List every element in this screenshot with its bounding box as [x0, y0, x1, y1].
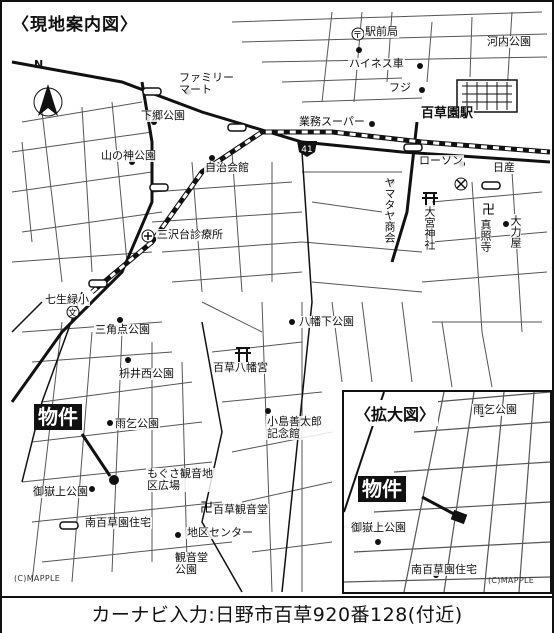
route-number: 41 [301, 145, 312, 155]
route-shield-icon: 41 [297, 141, 317, 157]
svg-text:卍: 卍 [200, 501, 213, 516]
label-omiya-shrine: 大宮神社 [423, 205, 436, 251]
label-chiku-center: 地区センター [186, 526, 254, 539]
inset-label-ameotsu: 雨乞公園 [472, 403, 518, 416]
svg-text:〒: 〒 [353, 31, 362, 41]
label-hachimanshita-park: 八幡下公園 [298, 315, 355, 328]
label-fuji: フジ [388, 81, 412, 94]
label-shinsho-ji: 真照寺 [479, 218, 492, 253]
label-kojima-museum: 小島善太郎記念館 [266, 416, 332, 440]
copyright-inset: (C)MAPPLE [488, 576, 535, 585]
label-ekimae-kyoku: 駅前局 [364, 25, 399, 38]
label-mogusa-hall: もぐさ観音地区広場 [146, 468, 216, 492]
label-mogusaen-station: 百草園駅 [420, 106, 475, 121]
label-masui-nishi-park: 枡井西公園 [118, 367, 175, 380]
label-family-mart: ファミリーマート [178, 72, 242, 96]
label-lawson: ローソン [418, 154, 464, 167]
label-haines: ハイネス車 [348, 57, 405, 70]
detail-title: 〈拡大図〉 [352, 400, 439, 426]
label-nissan: 日産 [492, 161, 516, 174]
svg-text:文: 文 [68, 307, 77, 319]
label-ontake-park: 御嶽上公園 [32, 485, 89, 498]
inset-label-ontake: 御嶽上公園 [350, 521, 407, 534]
label-misawadai-clinic: 三沢台診療所 [156, 228, 224, 241]
label-mogusa-hachimangu: 百草八幡宮 [212, 361, 269, 374]
label-ameotsu-park: 雨乞公園 [114, 417, 160, 430]
carnavi-address: カーナビ入力:日野市百草920番128(付近) [91, 604, 463, 626]
footer-bar: カーナビ入力:日野市百草920番128(付近) [2, 596, 552, 633]
label-kannondo-park: 観音堂公園 [174, 552, 216, 576]
label-jichikai: 自治会館 [204, 161, 250, 174]
label-minami-jutaku: 南百草園住宅 [84, 516, 152, 529]
north-label: N [34, 58, 44, 71]
street-map: 卍 卍 文 〒 [2, 2, 552, 596]
label-yamataya: ヤマタヤ商会 [383, 176, 396, 244]
label-yamanokami-park: 山の神公園 [100, 149, 157, 162]
label-gyomu-super: 業務スーパー [298, 115, 366, 128]
copyright-main: (C)MAPPLE [14, 574, 61, 583]
label-shimogo-park: 下郷公園 [140, 109, 186, 122]
label-mogusa-kannon: 百草観音堂 [212, 503, 269, 516]
inset-label-minami: 南百草園住宅 [410, 563, 478, 576]
map-title: 〈現地案内図〉 [8, 8, 142, 37]
svg-text:卍: 卍 [482, 203, 495, 218]
label-daiya: 大力屋 [509, 214, 522, 249]
label-kawachi-park: 河内公園 [486, 35, 532, 48]
property-badge: 物件 [34, 404, 82, 430]
label-sankakuten-park: 三角点公園 [94, 323, 151, 336]
inset-property-badge: 物件 [358, 476, 406, 502]
label-nanao-school: 七生緑小 [44, 293, 90, 306]
